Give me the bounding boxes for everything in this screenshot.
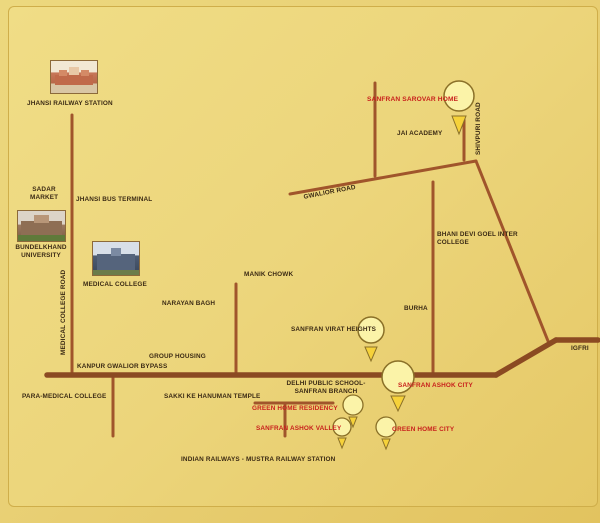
burha-label: BURHA — [404, 305, 428, 312]
pin-ashok-valley — [332, 417, 352, 450]
sakki-ke-hanuman-temple-label: SAKKI KE HANUMAN TEMPLE — [164, 393, 261, 400]
pin-green-home-residency — [342, 394, 364, 429]
group-housing-label: GROUP HOUSING — [149, 353, 206, 360]
narayan-bagh-label: NARAYAN BAGH — [162, 300, 216, 307]
bundelkhand-university-label: BUNDELKHAND UNIVERSITY — [15, 244, 67, 259]
shivpuri-diagonal-line — [474, 159, 550, 343]
igfri-label: IGFRI — [571, 345, 589, 352]
indian-railways-mustra-label: INDIAN RAILWAYS - MUSTRA RAILWAY STATION — [181, 456, 336, 463]
kanpur-gwalior-bypass-label: KANPUR GWALIOR BYPASS — [77, 363, 168, 370]
sanfran-ashok-city-label: SANFRAN ASHOK CITY — [398, 382, 473, 389]
green-home-residency-label: GREEN HOME RESIDENCY — [252, 405, 338, 412]
sanfran-sarovar-home-label: SANFRAN SAROVAR HOME — [367, 96, 459, 103]
jhansi-bus-terminal-label: JHANSI BUS TERMINAL — [76, 196, 153, 203]
medical-college-building-icon — [92, 241, 140, 276]
igfri-road-line — [493, 337, 559, 378]
green-home-city-label: GREEN HOME CITY — [392, 426, 455, 433]
delhi-public-school-label: DELHI PUBLIC SCHOOL-SANFRAN BRANCH — [286, 380, 366, 395]
university-building-icon — [17, 210, 66, 242]
pin-sarovar-home — [443, 80, 475, 136]
gwalior-road-line — [288, 159, 478, 196]
manik-chowk-label: MANIK CHOWK — [244, 271, 294, 278]
pin-ashok-city — [381, 360, 415, 413]
medical-college-label: MEDICAL COLLEGE — [83, 281, 147, 288]
pin-green-home-city — [375, 416, 397, 451]
jhansi-railway-station-label: JHANSI RAILWAY STATION — [27, 100, 113, 107]
sadar-market-label: SADAR MARKET — [30, 186, 59, 201]
railway-station-building-icon — [50, 60, 98, 94]
sanfran-virat-heights-label: SANFRAN VIRAT HEIGHTS — [291, 326, 377, 333]
pin-virat-heights — [357, 316, 385, 363]
sanfran-ashok-valley-label: SANFRAN ASHOK VALLEY — [256, 425, 342, 432]
bhani-devi-goel-inter-college-label: BHANI DEVI GOEL INTER COLLEGE — [437, 231, 518, 246]
jai-academy-label: JAI ACADEMY — [397, 130, 443, 137]
medical-college-road-label: MEDICAL COLLEGE ROAD — [60, 269, 67, 355]
para-medical-college-label: PARA-MEDICAL COLLEGE — [22, 393, 107, 400]
shivpuri-road-label: SHIVPURI ROAD — [475, 102, 482, 155]
